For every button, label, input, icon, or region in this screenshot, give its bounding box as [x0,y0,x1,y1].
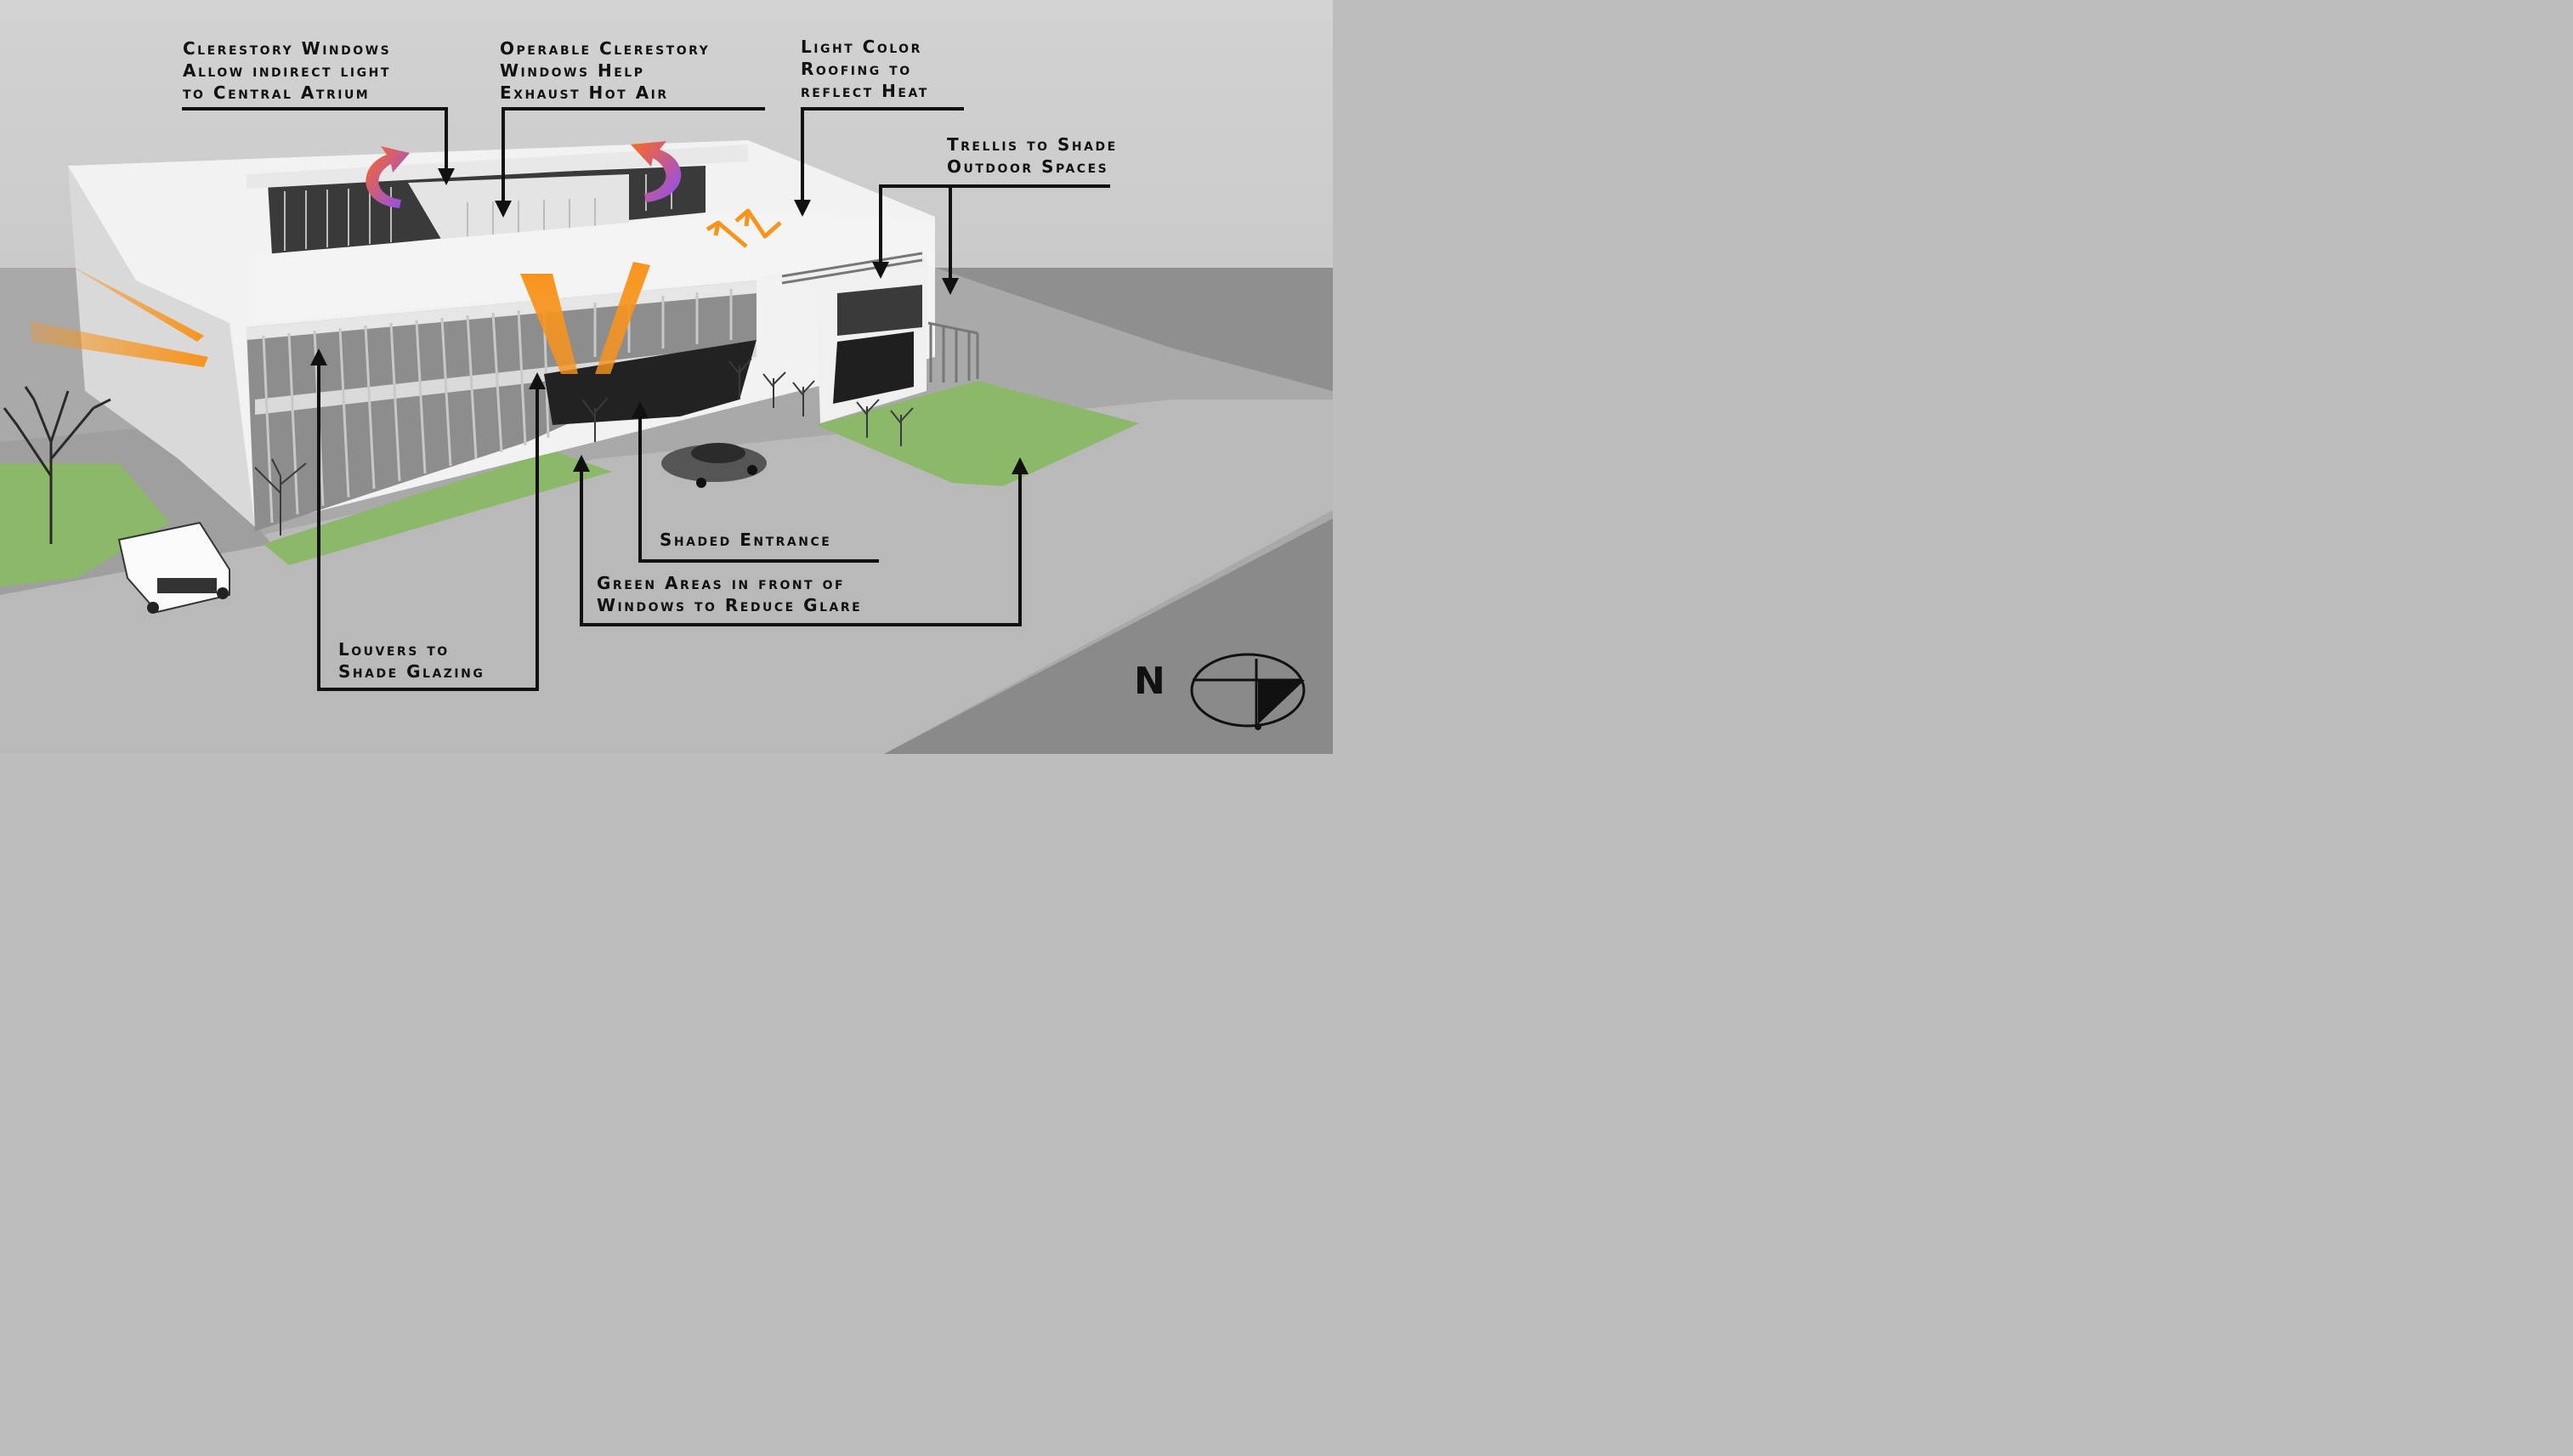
leader-operable [495,107,765,218]
label-light-roofing: Light Color Roofing to reflect Heat [801,36,929,102]
leader-clerestory [182,107,455,185]
leader-lines [182,107,1110,691]
label-line: Green Areas in front of [597,573,846,593]
building-diagram: Clerestory Windows Allow indirect light … [0,0,1333,754]
tree-large-left [3,386,111,544]
grass-front [264,450,612,565]
louvers [262,289,733,524]
label-line: Shaded Entrance [660,530,832,550]
label-line: Windows to Reduce Glare [597,595,863,615]
label-line: Operable Clerestory [500,38,711,59]
road-right [935,268,1333,391]
label-line: Windows Help [500,60,645,81]
plaza [0,399,1333,754]
grass-right [816,381,1139,486]
label-trellis: Trellis to Shade Outdoor Spaces [947,133,1118,178]
label-line: Exhaust Hot Air [500,82,669,103]
leader-roofing [794,107,964,217]
label-line: Roofing to [801,59,912,79]
roof-terrace [255,212,935,323]
sun-rays-west [30,262,208,367]
hot-air-arrows [366,141,682,208]
label-operable-clerestory: Operable Clerestory Windows Help Exhaust… [500,37,710,104]
label-clerestory-windows: Clerestory Windows Allow indirect light … [183,37,391,104]
east-wing-window-upper [837,285,922,336]
label-line: reflect Heat [801,81,929,101]
road-corner [884,518,1333,754]
van [117,521,230,614]
label-shaded-entrance: Shaded Entrance [660,529,831,551]
label-line: Shade Glazing [338,661,485,682]
label-line: Allow indirect light [183,60,391,81]
roof-reflection-arrows [706,208,782,248]
north-label: N [1134,660,1165,703]
label-line: Clerestory Windows [183,38,392,59]
label-green-areas: Green Areas in front of Windows to Reduc… [597,572,862,616]
label-line: Trellis to Shade [947,134,1118,155]
diagram-canvas [0,0,1333,754]
trellis [781,252,979,382]
leader-entrance [632,401,879,563]
entrance-void [544,340,757,425]
trees-small [254,358,914,535]
car [661,443,767,488]
label-louvers: Louvers to Shade Glazing [338,638,485,683]
label-line: Light Color [801,37,922,57]
grass-left [0,463,170,586]
sun-rays-entrance [520,262,650,374]
label-line: to Central Atrium [183,82,371,103]
north-compass-icon [1190,653,1306,730]
label-line: Louvers to [338,639,450,660]
label-line: Outdoor Spaces [947,156,1109,177]
east-wing-window-lower [833,331,914,404]
